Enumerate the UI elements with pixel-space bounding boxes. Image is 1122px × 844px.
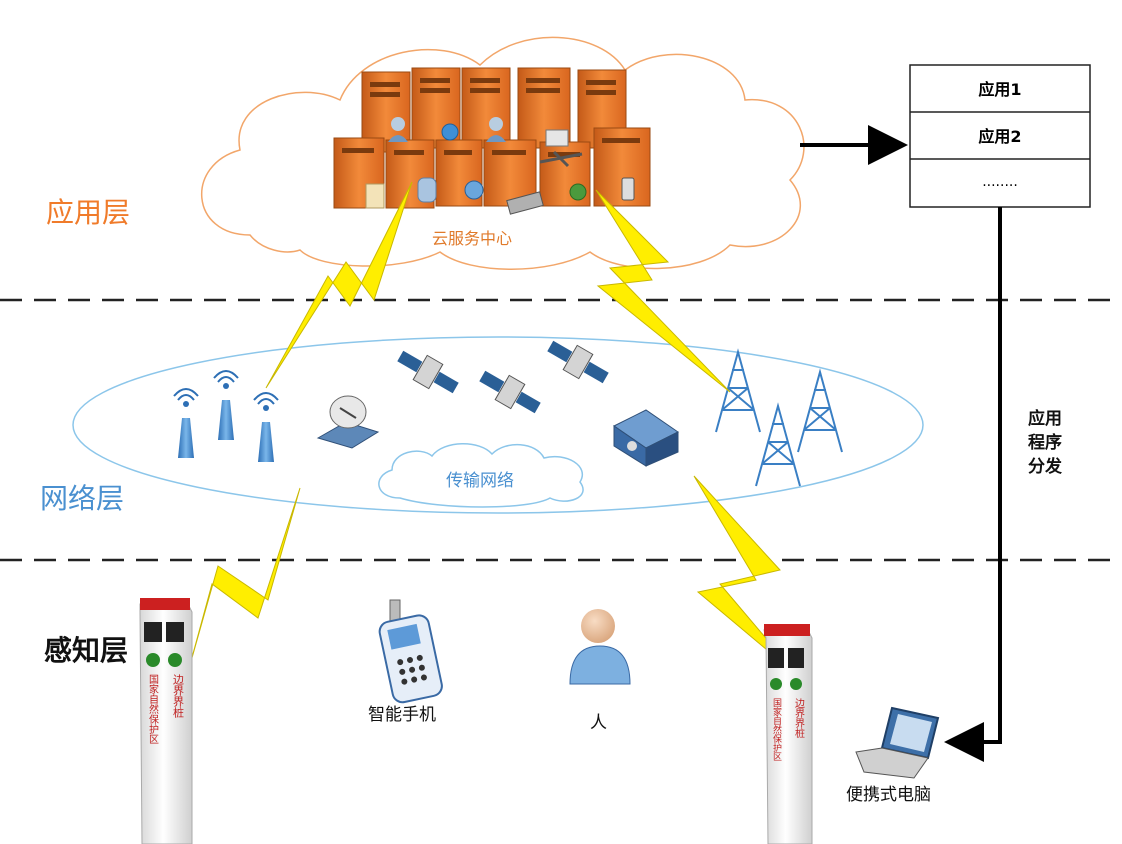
tower-icon xyxy=(797,368,843,453)
keyboard-icon xyxy=(506,191,544,215)
smartphone-label: 智能手机 xyxy=(368,705,436,725)
satellite-icon xyxy=(397,350,459,394)
application-item-1: 应用1 xyxy=(978,80,1021,99)
application-item-more: ........ xyxy=(982,174,1018,190)
marker-post-side-text: 国家自然保护区 xyxy=(147,674,159,744)
perception-layer-label: 感知层 xyxy=(44,634,128,667)
marker-post-text: 边界界桩 xyxy=(793,698,805,739)
antenna-icon xyxy=(253,392,279,462)
laptop-label: 便携式电脑 xyxy=(846,785,931,805)
antenna-icon xyxy=(213,370,239,440)
application-list-frame xyxy=(909,64,1091,208)
marker-post-text: 边界界桩 xyxy=(172,674,185,719)
laptop-icon xyxy=(855,706,940,779)
antenna-icon xyxy=(173,388,199,458)
transmission-network-label: 传输网络 xyxy=(446,471,514,491)
network-device-icon xyxy=(613,409,679,467)
boundary-marker-post: 边界界桩 国家自然保护区 xyxy=(763,624,813,844)
globe-icon xyxy=(464,180,484,200)
satellite-icon xyxy=(539,150,583,168)
application-item-2: 应用2 xyxy=(978,127,1021,146)
person-icon xyxy=(569,609,631,685)
globe-icon xyxy=(441,123,459,141)
satellite-icon xyxy=(479,370,541,414)
server-cluster-icon xyxy=(333,67,651,215)
transmission-network-cloud-outline xyxy=(378,443,584,508)
smartphone-icon xyxy=(378,599,443,704)
lightning-bolt xyxy=(595,189,731,393)
distribution-label-line-1: 应用 xyxy=(1028,408,1062,429)
printer-icon xyxy=(545,129,569,147)
distribution-label-line-2: 程序 xyxy=(1028,432,1062,453)
tower-icon xyxy=(715,348,761,433)
app-distribution-arrow xyxy=(944,207,1002,762)
marker-post-side-text: 国家自然保护区 xyxy=(771,698,782,761)
boundary-marker-post: 边界界桩 国家自然保护区 xyxy=(139,598,193,844)
network-ellipse xyxy=(72,336,924,514)
phone-icon xyxy=(621,177,635,201)
satellite-dish-icon xyxy=(316,395,380,449)
cloud-service-center: 云服务中心 xyxy=(201,36,805,270)
application-layer-label: 应用层 xyxy=(46,196,130,229)
satellite-icon xyxy=(547,340,609,384)
user-icon xyxy=(486,117,506,142)
network-layer-label: 网络层 xyxy=(40,482,124,515)
database-icon xyxy=(417,177,437,203)
cloud-service-center-label: 云服务中心 xyxy=(432,229,512,248)
document-icon xyxy=(365,183,385,209)
user-icon xyxy=(388,117,408,142)
lightning-bolt xyxy=(187,487,301,673)
tower-icon xyxy=(755,402,801,487)
server-icon xyxy=(461,67,511,149)
person-label: 人 xyxy=(590,713,607,733)
distribution-label-line-3: 分发 xyxy=(1028,456,1063,477)
lightning-bolt xyxy=(265,181,413,389)
server-icon xyxy=(333,137,385,209)
application-list: 应用1 应用2 ........ xyxy=(909,64,1091,208)
transmission-network-cloud: 传输网络 xyxy=(378,443,584,508)
globe-icon xyxy=(569,183,587,201)
